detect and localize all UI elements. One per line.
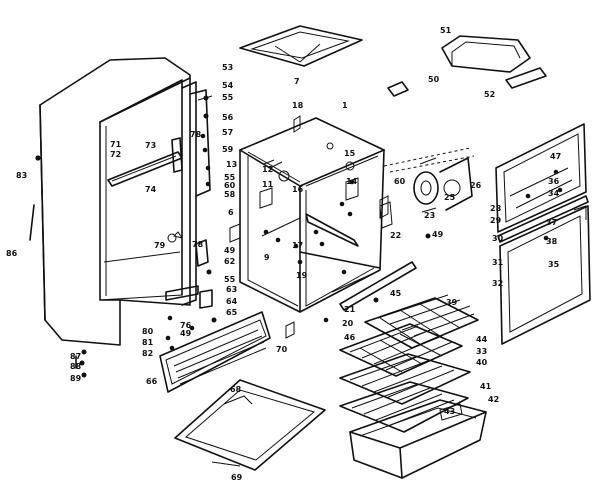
crisper-drawer [349,297,487,479]
callout-label-6: 6 [228,208,234,217]
callout-label-31: 31 [492,258,504,267]
callout-label-69: 69 [231,473,243,482]
callout-label-18: 18 [292,101,304,110]
callout-label-70: 70 [276,345,288,354]
callout-label-78: 78 [192,240,204,249]
callout-label-22: 22 [390,231,401,240]
callout-label-21: 21 [344,305,356,314]
callout-label-36: 36 [548,177,560,186]
callout-label-76: 76 [180,321,192,330]
callout-label-54: 54 [222,81,234,90]
callout-label-88: 88 [70,362,82,371]
fresh-food-door-gasket [499,205,591,345]
callout-label-43: 43 [444,407,455,416]
callout-label-66: 66 [146,377,158,386]
callout-label-74: 74 [145,185,157,194]
callout-label-87: 87 [70,352,81,361]
callout-label-71: 71 [110,140,122,149]
callout-label-13: 13 [226,160,237,169]
callout-label-7: 7 [294,77,300,86]
callout-label-23: 23 [424,211,435,220]
callout-label-26: 26 [470,181,482,190]
callout-label-42: 42 [488,395,499,404]
callout-label-46: 46 [344,333,356,342]
callout-label-39: 39 [446,298,458,307]
callout-label-72: 72 [110,150,121,159]
callout-label-53: 53 [222,63,233,72]
callout-label-73: 73 [145,141,156,150]
callout-label-89: 89 [70,374,82,383]
callout-label-16: 16 [292,185,304,194]
callout-label-19: 19 [296,271,308,280]
callout-label-20: 20 [342,319,354,328]
callout-label-55: 55 [222,93,234,102]
callout-label-35: 35 [548,260,560,269]
callout-label-28: 28 [490,204,502,213]
callout-label-41: 41 [480,382,492,391]
callout-label-17: 17 [292,241,303,250]
cabinet-shell [39,57,197,346]
callout-label-86: 86 [6,249,18,258]
bottom-grille [159,311,271,393]
wire-shelves [339,294,479,433]
liner-box [229,115,417,339]
callout-label-55: 55 [224,173,236,182]
callout-label-55: 55 [224,275,236,284]
callout-label-50: 50 [428,75,440,84]
top-cover-plate [239,25,363,67]
callout-label-12: 12 [262,165,273,174]
callout-label-38: 38 [546,237,558,246]
callout-label-45: 45 [390,289,402,298]
callout-label-25: 25 [444,193,456,202]
callout-label-51: 51 [440,26,452,35]
callout-label-34: 34 [548,189,560,198]
evaporator-fan-assembly [379,147,475,239]
callout-label-68: 68 [230,385,242,394]
callout-label-49: 49 [432,230,444,239]
callout-label-60: 60 [394,177,406,186]
callout-label-62: 62 [224,257,235,266]
callout-label-52: 52 [484,90,495,99]
drain-pan [174,379,326,471]
callout-label-60: 60 [224,181,236,190]
callout-label-49: 49 [224,246,236,255]
callout-label-40: 40 [476,358,488,367]
callout-label-81: 81 [142,338,154,347]
callout-label-30: 30 [492,234,504,243]
freezer-door-gasket [495,123,587,233]
callout-label-15: 15 [344,149,356,158]
callout-label-49: 49 [180,329,192,338]
callout-label-29: 29 [490,216,502,225]
callout-label-59: 59 [222,145,234,154]
callout-label-11: 11 [262,180,274,189]
callout-label-57: 57 [222,128,233,137]
callout-label-47: 47 [550,152,561,161]
callout-label-14: 14 [346,177,358,186]
callout-label-1: 1 [342,101,348,110]
callout-label-78: 78 [190,130,202,139]
callout-label-82: 82 [142,349,153,358]
callout-label-37: 37 [546,218,557,227]
callout-label-44: 44 [476,335,488,344]
callout-label-32: 32 [492,279,503,288]
divider-strip [497,195,589,243]
ice-bin-assembly [387,35,547,97]
callout-label-64: 64 [226,297,238,306]
callout-label-9: 9 [264,253,270,262]
callout-label-63: 63 [226,285,237,294]
callout-label-58: 58 [224,190,236,199]
callout-label-65: 65 [226,308,238,317]
callout-label-80: 80 [142,327,154,336]
callout-label-33: 33 [476,347,487,356]
cabinet-hardware [29,89,217,378]
callout-label-79: 79 [154,241,166,250]
callout-label-56: 56 [222,113,234,122]
callout-label-83: 83 [16,171,27,180]
